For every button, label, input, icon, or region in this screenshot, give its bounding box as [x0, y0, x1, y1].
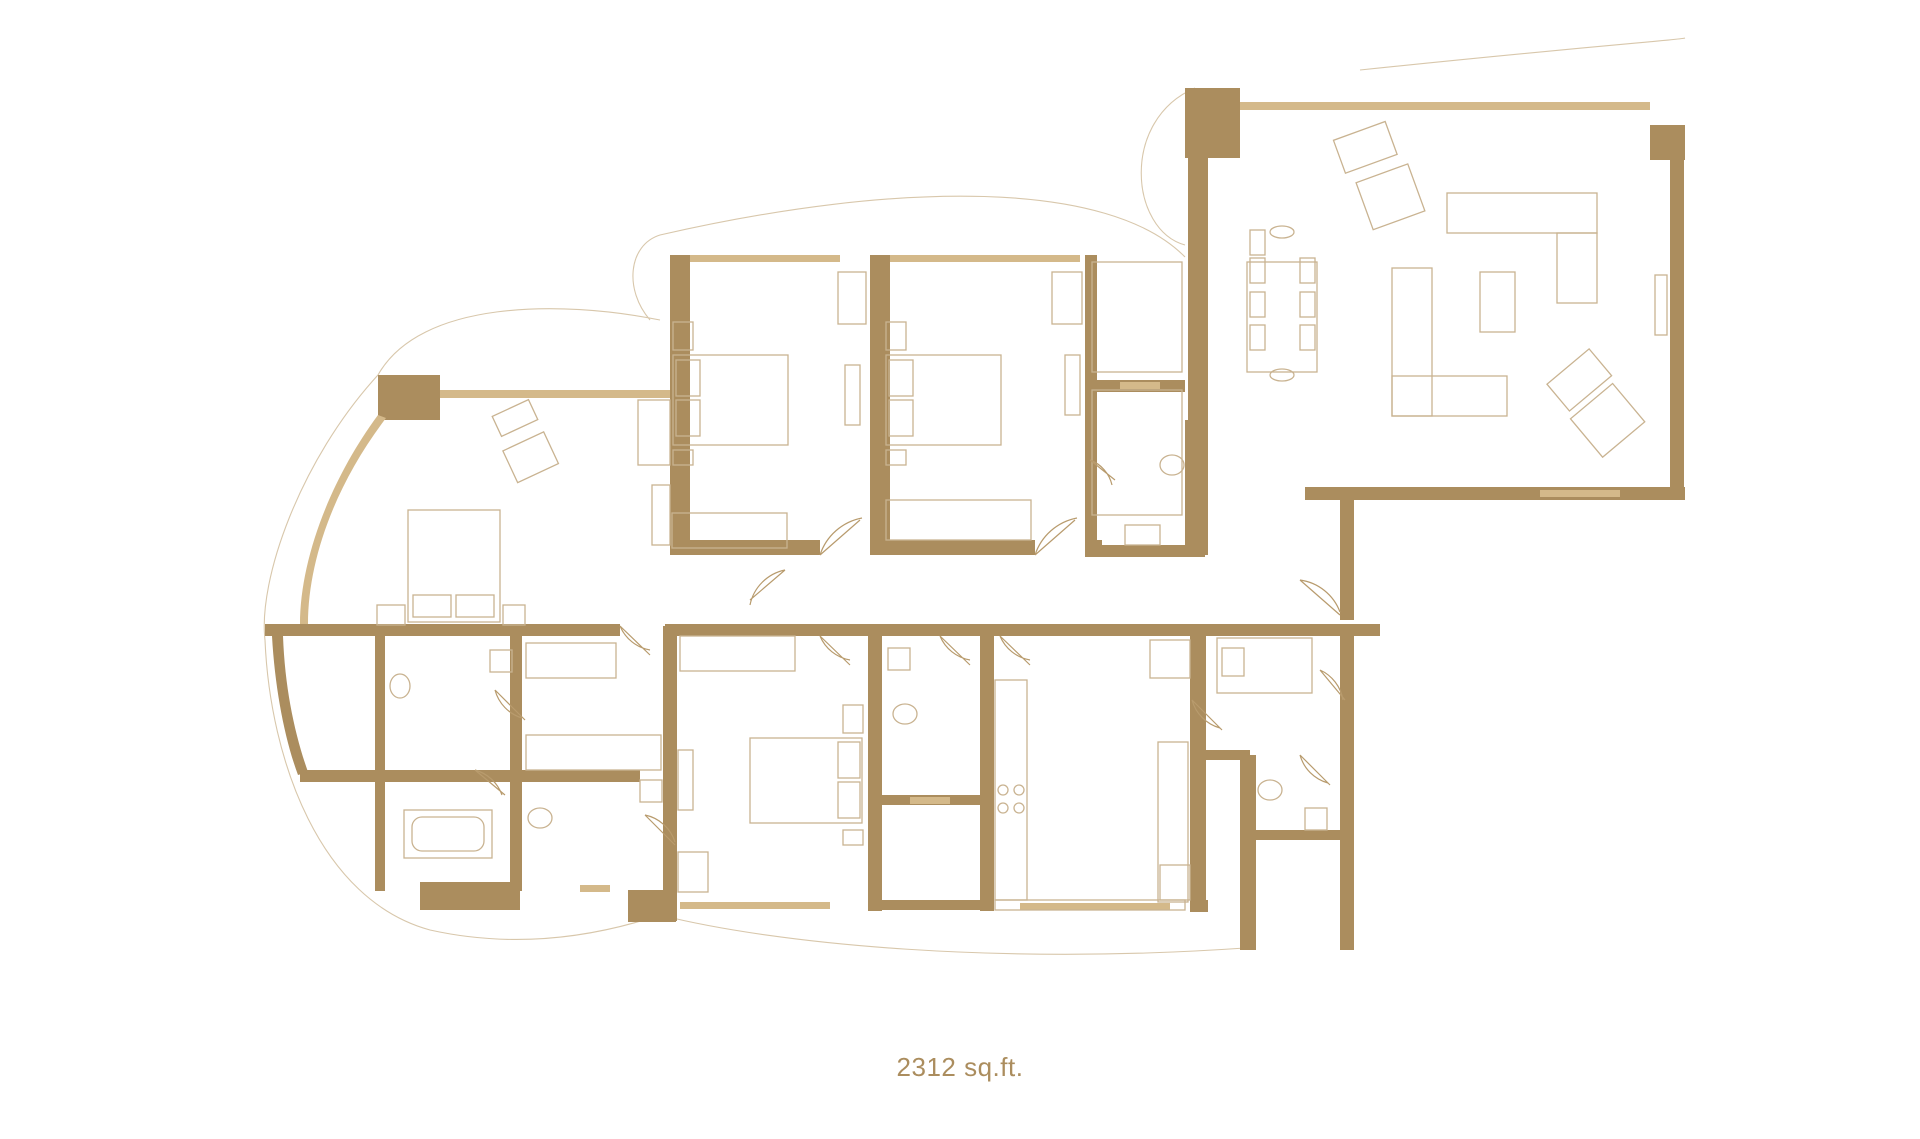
bedroom-furniture [376, 261, 1185, 893]
terrace-outline [263, 37, 1686, 955]
bathroom-fixtures [389, 637, 1328, 903]
kitchen [994, 679, 1186, 911]
area-label: 2312 sq.ft. [896, 1052, 1024, 1082]
windows [272, 102, 1650, 910]
doors [474, 459, 1346, 846]
living-furniture [1246, 120, 1668, 459]
walls [265, 88, 1685, 950]
